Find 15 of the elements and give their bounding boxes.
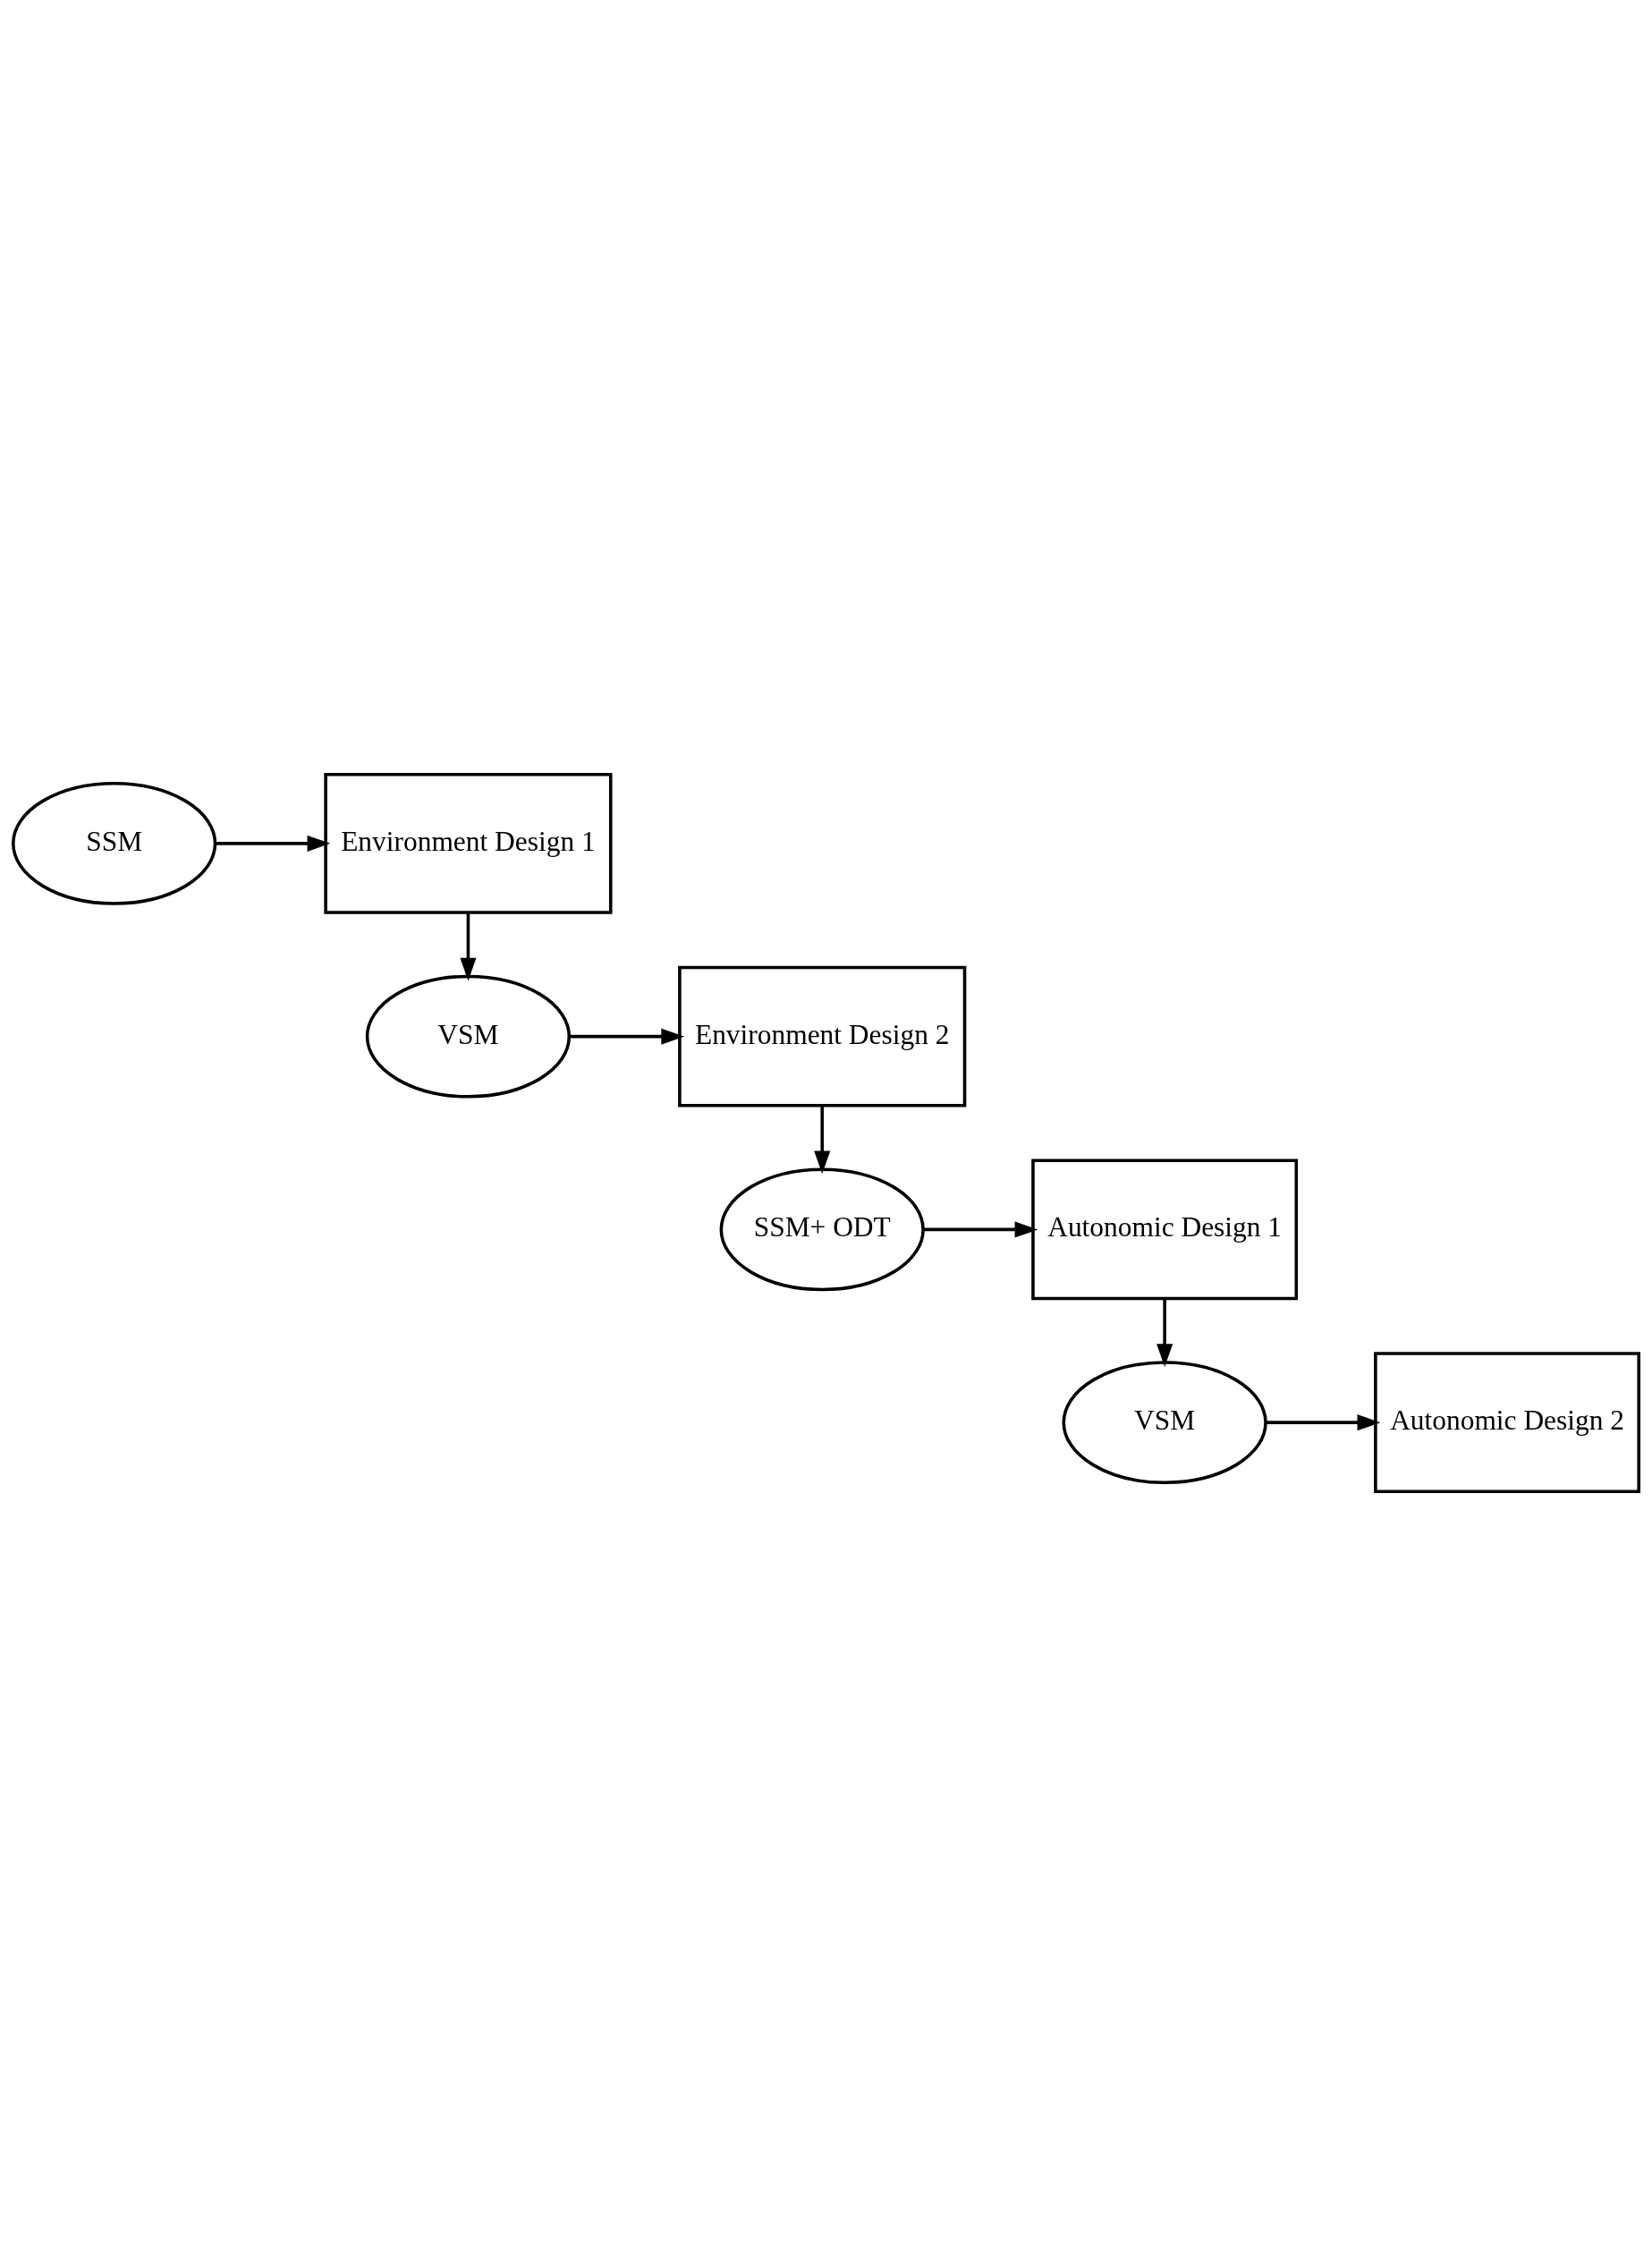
arrow (814, 1105, 831, 1175)
node-box: Autonomic Design 2 (1374, 1352, 1640, 1494)
node-box: Environment Design 1 (324, 772, 613, 914)
node-ellipse: SSM+ ODT (719, 1167, 925, 1292)
node-ellipse: SSM (12, 781, 217, 905)
arrow (460, 912, 477, 981)
node-ellipse: VSM (365, 974, 572, 1099)
node-box: Autonomic Design 1 (1031, 1158, 1299, 1301)
node-box: Environment Design 2 (678, 965, 967, 1108)
arrow (569, 1028, 685, 1045)
arrow (1156, 1298, 1173, 1368)
arrow (215, 835, 331, 852)
arrow (923, 1221, 1038, 1238)
node-ellipse: VSM (1062, 1361, 1267, 1485)
arrow (1266, 1414, 1381, 1431)
